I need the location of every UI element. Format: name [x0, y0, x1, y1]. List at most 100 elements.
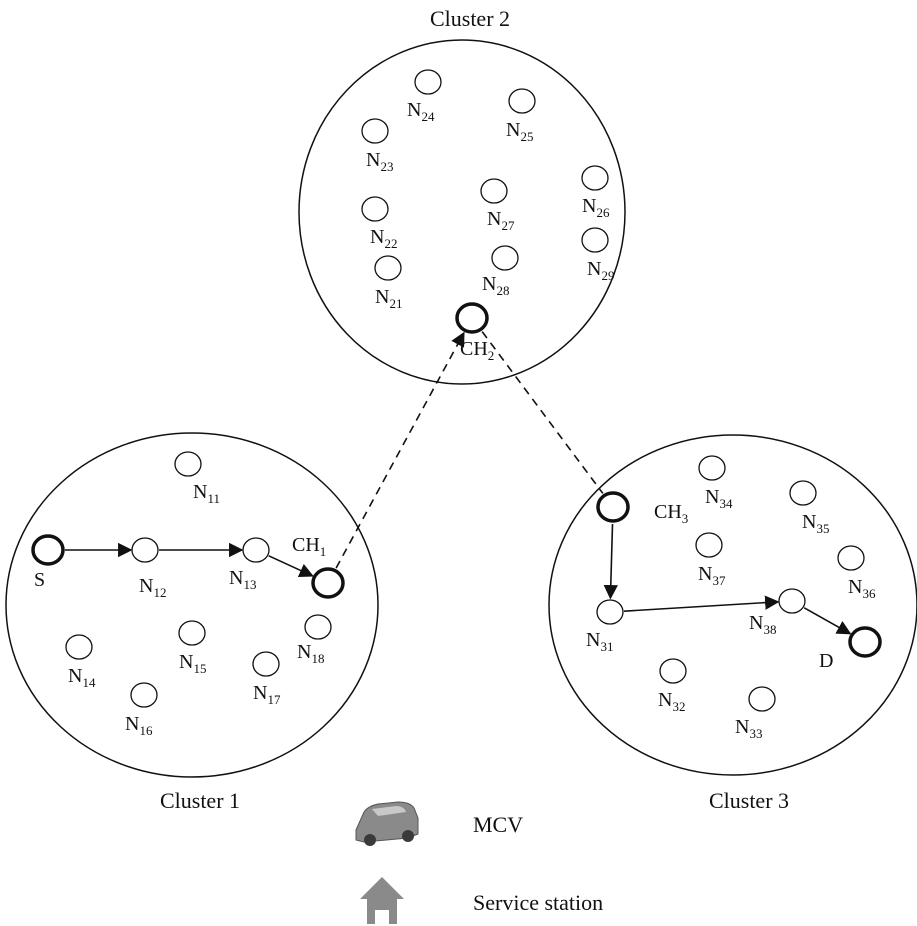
node-label: N21 — [375, 286, 402, 311]
node-label: N32 — [658, 689, 685, 714]
node-label: S — [34, 569, 45, 591]
node-label: N38 — [749, 612, 776, 637]
node-circle — [455, 302, 489, 334]
house-icon — [360, 877, 404, 924]
node-label: CH2 — [460, 338, 494, 363]
cluster-2-boundary — [298, 39, 626, 385]
cluster-3-title: Cluster 3 — [709, 788, 789, 813]
node-circle — [848, 626, 882, 658]
node-label: N33 — [735, 716, 762, 741]
node-n16: N16 — [125, 682, 158, 738]
node-circle — [178, 620, 206, 646]
node-d: D — [819, 626, 882, 672]
node-s: S — [31, 534, 65, 591]
node-n37: N37 — [695, 532, 726, 588]
cluster-1-title: Cluster 1 — [160, 788, 240, 813]
node-ch1: CH1 — [292, 534, 345, 599]
node-label: N14 — [68, 665, 96, 690]
node-circle — [130, 682, 158, 708]
node-circle — [374, 255, 402, 281]
node-circle — [361, 196, 389, 222]
edge-ch3-to-n31 — [603, 523, 618, 600]
node-label: CH1 — [292, 534, 326, 559]
node-circle — [252, 651, 280, 677]
cluster-1-boundary — [5, 432, 379, 778]
node-label: CH3 — [654, 501, 688, 526]
legend-service-station-label: Service station — [473, 890, 603, 915]
node-label: N23 — [366, 149, 393, 174]
node-circle — [581, 165, 609, 191]
node-n29: N29 — [581, 227, 614, 283]
node-label: N35 — [802, 511, 829, 536]
node-label: N13 — [229, 567, 256, 592]
node-circle — [414, 69, 442, 95]
node-label: N25 — [506, 119, 533, 144]
node-circle — [131, 537, 159, 563]
node-circle — [695, 532, 723, 558]
node-circle — [508, 88, 536, 114]
node-ch3: CH3 — [596, 491, 688, 526]
node-label: N29 — [587, 258, 614, 283]
node-circle — [311, 567, 345, 599]
node-label: N24 — [407, 99, 435, 124]
edge-ch1-to-ch2 — [335, 331, 465, 569]
node-n17: N17 — [252, 651, 281, 707]
node-circle — [242, 537, 270, 563]
node-label: N18 — [297, 641, 324, 666]
node-label: N37 — [698, 563, 726, 588]
edges-layer — [65, 331, 852, 635]
node-n12: N12 — [131, 537, 166, 600]
legend-service-station: Service station — [360, 877, 603, 924]
node-n32: N32 — [658, 658, 687, 714]
node-n36: N36 — [837, 545, 876, 601]
node-circle — [748, 686, 776, 712]
node-n24: N24 — [407, 69, 442, 124]
node-circle — [361, 118, 389, 144]
node-label: N31 — [586, 629, 613, 654]
node-circle — [837, 545, 865, 571]
node-n15: N15 — [178, 620, 206, 676]
node-label: N15 — [179, 651, 206, 676]
node-n38: N38 — [749, 588, 806, 637]
edge-n31-to-n38 — [623, 595, 780, 612]
node-circle — [596, 599, 624, 625]
node-circle — [778, 588, 806, 614]
node-label: N34 — [705, 486, 733, 511]
legend-mcv: MCV — [355, 801, 523, 846]
node-n35: N35 — [789, 480, 829, 536]
node-label: N27 — [487, 208, 515, 233]
node-label: N11 — [193, 481, 220, 506]
node-label: N17 — [253, 682, 281, 707]
node-circle — [596, 491, 630, 523]
node-circle — [304, 614, 332, 640]
edge-ch2-to-ch3 — [481, 331, 604, 494]
node-circle — [31, 534, 65, 566]
node-n18: N18 — [297, 614, 332, 666]
edge-n38-to-d — [803, 607, 852, 635]
cluster-3-boundary — [548, 434, 917, 776]
node-n34: N34 — [698, 455, 733, 511]
node-circle — [480, 178, 508, 204]
node-circle — [174, 451, 202, 477]
node-label: D — [819, 650, 833, 672]
node-n22: N22 — [361, 196, 397, 251]
node-circle — [698, 455, 726, 481]
node-label: N28 — [482, 273, 509, 298]
edge-n13-to-ch1 — [268, 555, 314, 578]
node-circle — [491, 245, 519, 271]
node-n14: N14 — [65, 634, 96, 690]
node-circle — [659, 658, 687, 684]
node-label: N12 — [139, 575, 166, 600]
node-n25: N25 — [506, 88, 536, 144]
node-circle — [65, 634, 93, 660]
node-n21: N21 — [374, 255, 402, 311]
cluster-2-title: Cluster 2 — [430, 6, 510, 31]
node-n11: N11 — [174, 451, 220, 506]
node-label: N36 — [848, 576, 876, 601]
node-n31: N31 — [586, 599, 624, 654]
node-n33: N33 — [735, 686, 776, 741]
car-icon — [355, 801, 419, 846]
node-n23: N23 — [361, 118, 393, 174]
